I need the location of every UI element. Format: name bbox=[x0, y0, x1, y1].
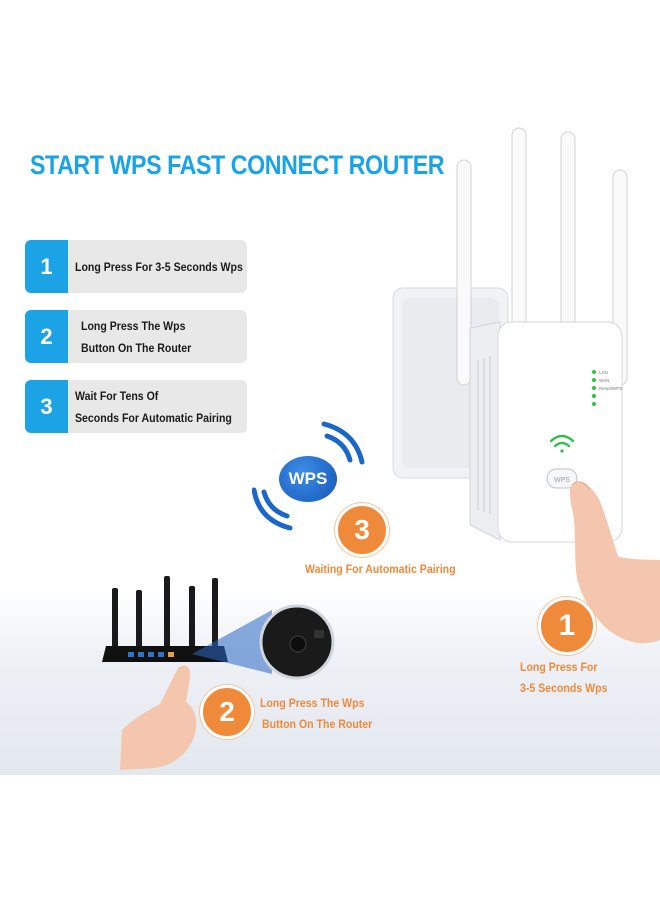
step-line: Wait For Tens Of bbox=[75, 388, 159, 403]
wps-waves bbox=[252, 421, 365, 531]
led-label: Reset/WPS bbox=[599, 386, 622, 391]
callout-number-1: 1 bbox=[538, 597, 596, 655]
step-line: Button On The Router bbox=[81, 340, 192, 355]
router-port-zoom bbox=[314, 630, 324, 638]
callout-number-2: 2 bbox=[200, 685, 254, 739]
callout-caption-2a: Long Press The Wps bbox=[260, 696, 365, 710]
router-ports bbox=[128, 652, 174, 657]
page-title: START WPS FAST CONNECT ROUTER bbox=[30, 150, 445, 180]
wps-button bbox=[546, 468, 578, 489]
callout-caption-1b: 3-5 Seconds Wps bbox=[520, 681, 608, 695]
step-text: Long Press The Wps Button On The Router bbox=[81, 310, 191, 363]
router-body bbox=[102, 646, 228, 662]
finger-left bbox=[120, 665, 197, 770]
step-line: Long Press For 3-5 Seconds Wps bbox=[75, 259, 243, 274]
step-card-3: 3 Wait For Tens Of Seconds For Automatic… bbox=[25, 380, 247, 433]
wps-button-label: WPS bbox=[554, 477, 570, 484]
step-card-2: 2 Long Press The Wps Button On The Route… bbox=[25, 310, 247, 363]
callout-caption-1a: Long Press For bbox=[520, 660, 598, 674]
step-text: Wait For Tens Of Seconds For Automatic P… bbox=[75, 380, 232, 433]
extender-side bbox=[469, 321, 501, 541]
step-number: 1 bbox=[25, 240, 68, 293]
router-wps-button bbox=[289, 635, 307, 653]
callout-caption-3: Waiting For Automatic Pairing bbox=[305, 562, 456, 576]
callout-caption-2b: Button On The Router bbox=[262, 717, 373, 731]
led-label: LAN bbox=[599, 370, 608, 375]
wifi-icon bbox=[549, 434, 575, 453]
extender-body bbox=[497, 321, 623, 543]
step-number: 3 bbox=[25, 380, 68, 433]
step-number: 2 bbox=[25, 310, 68, 363]
zoom-beam bbox=[192, 610, 272, 674]
finger-right bbox=[569, 482, 660, 644]
vent-slots bbox=[477, 356, 491, 514]
step-line: Seconds For Automatic Pairing bbox=[75, 410, 232, 425]
step-line: Long Press The Wps bbox=[81, 318, 186, 333]
wps-badge: WPS bbox=[279, 456, 337, 502]
step-card-1: 1 Long Press For 3-5 Seconds Wps bbox=[25, 240, 247, 293]
status-leds bbox=[592, 370, 596, 406]
led-label: WAN bbox=[599, 378, 609, 383]
step-text: Long Press For 3-5 Seconds Wps bbox=[75, 240, 243, 293]
router-illustration bbox=[102, 576, 335, 770]
callout-number-3: 3 bbox=[335, 503, 389, 557]
router-antennas bbox=[112, 576, 218, 650]
